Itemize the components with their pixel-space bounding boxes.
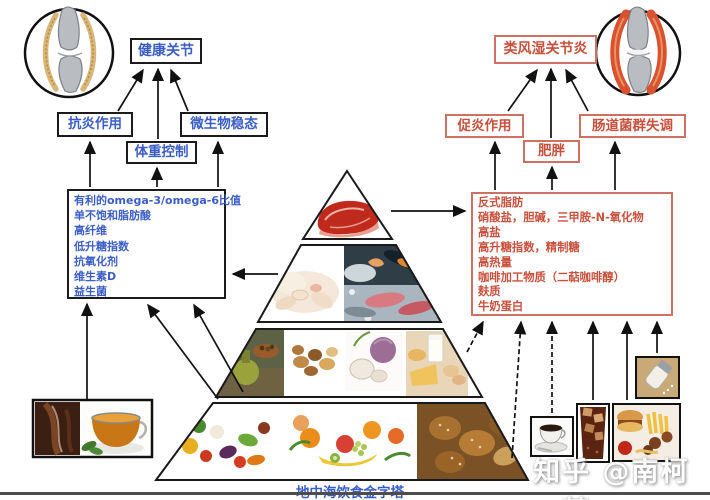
list-item: 低升糖指数	[74, 239, 129, 253]
list-item: 硝酸盐，胆碱，三甲胺-N-氧化物	[478, 210, 644, 224]
list-item: 有利的omega-3/omega-6比值	[74, 194, 242, 207]
fast-food-image	[612, 403, 681, 462]
microbial-homeostasis-label: 微生物稳态	[180, 112, 268, 137]
list-item: 高盐	[478, 225, 501, 239]
list-item: 高热量	[478, 255, 512, 269]
seafood-image	[344, 245, 441, 285]
chocolate-image	[35, 401, 80, 456]
fish-image	[344, 285, 441, 322]
list-item: 益生菌	[74, 285, 107, 299]
cola-image	[576, 403, 610, 463]
flow-arrows	[80, 67, 664, 459]
fruits-image	[282, 403, 417, 480]
coffee-image	[530, 416, 574, 457]
red-meat-image	[317, 200, 380, 238]
healthy-joint-label: 健康关节	[130, 38, 202, 64]
list-item: 牛奶蛋白	[478, 300, 524, 314]
list-item: 高升糖指数，精制糖	[478, 240, 580, 254]
watermark: 知乎 @南柯一梦	[533, 457, 690, 500]
pyramid-caption: 地中海饮食金字塔	[296, 485, 404, 500]
list-item: 单不饱和脂肪酸	[74, 209, 151, 223]
list-item: 高纤维	[74, 224, 107, 238]
pro-inflammatory-label: 促炎作用	[445, 114, 524, 138]
tea-image	[81, 402, 150, 455]
bottom-divider	[0, 492, 710, 495]
list-item: 反式脂肪	[478, 196, 524, 209]
poultry-image	[271, 271, 339, 313]
whole-grains-image	[417, 403, 528, 480]
healthy-joint-icon	[23, 6, 115, 99]
obesity-label: 肥胖	[523, 140, 580, 163]
list-item: 维生素D	[74, 270, 117, 284]
anti-inflammatory-label: 抗炎作用	[57, 112, 133, 137]
list-item: 抗氧化剂	[74, 254, 118, 268]
inflamed-joint-icon	[594, 6, 682, 97]
chocolate-tea-box	[31, 398, 154, 459]
rheumatoid-arthritis-label: 类风湿关节炎	[494, 35, 597, 64]
garlic-onion-image	[346, 330, 402, 391]
list-item: 咖啡加工物质（二萜咖啡醇）	[478, 270, 625, 284]
harmful-components-list: 反式脂肪 硝酸盐，胆碱，三甲胺-N-氧化物 高盐 高升糖指数，精制糖 高热量 咖…	[471, 192, 673, 316]
beneficial-components-list: 有利的omega-3/omega-6比值 单不饱和脂肪酸 高纤维 低升糖指数 抗…	[67, 189, 242, 299]
salt-shaker-image	[635, 356, 680, 399]
list-item: 麸质	[478, 285, 501, 299]
nuts-image	[288, 337, 342, 387]
gut-dysbiosis-label: 肠道菌群失调	[579, 114, 686, 138]
dairy-image	[406, 331, 468, 397]
weight-control-label: 体重控制	[126, 141, 197, 164]
